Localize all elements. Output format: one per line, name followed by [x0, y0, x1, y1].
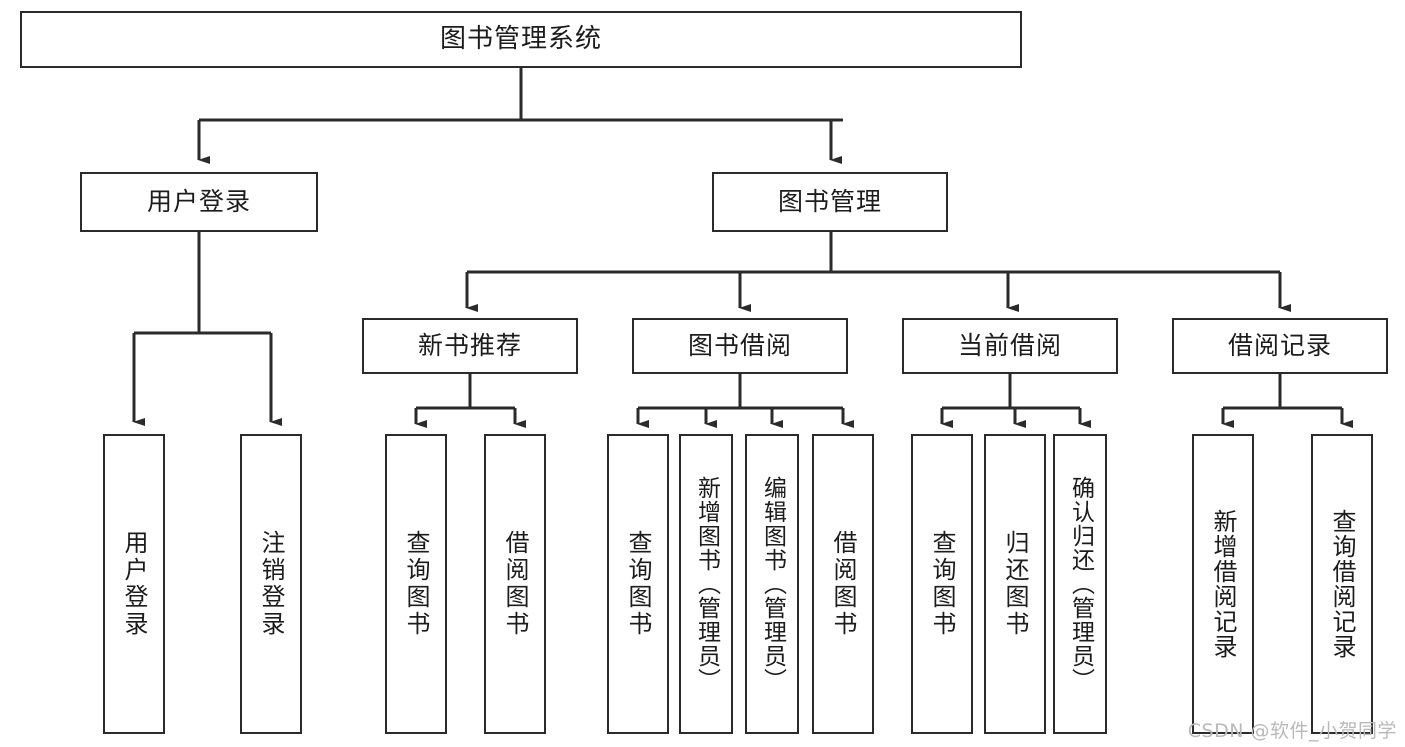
node-borrow-record[interactable]: 借阅记录	[1172, 318, 1388, 374]
node-leaf-user-login-label: 用户登录	[120, 530, 148, 638]
node-leaf-query-record[interactable]: 查询借阅记录	[1311, 434, 1373, 734]
node-leaf-borrow-book-2-label: 借阅图书	[829, 530, 857, 638]
node-leaf-borrow-book-1-label: 借阅图书	[501, 530, 529, 638]
node-leaf-add-book[interactable]: 新增图书（管理员）	[679, 434, 733, 734]
node-leaf-query-book-2[interactable]: 查询图书	[607, 434, 669, 734]
node-current-borrow-label: 当前借阅	[957, 331, 1062, 361]
node-new-book-rec-label: 新书推荐	[417, 331, 522, 361]
node-leaf-logout-label: 注销登录	[257, 530, 285, 638]
node-leaf-borrow-book-1[interactable]: 借阅图书	[484, 434, 546, 734]
node-leaf-query-book-1-label: 查询图书	[402, 530, 430, 638]
node-book-borrow-label: 图书借阅	[687, 331, 792, 361]
node-root-label: 图书管理系统	[439, 24, 602, 55]
node-leaf-confirm-return-label: 确认归还（管理员）	[1067, 476, 1094, 692]
node-leaf-query-book-2-label: 查询图书	[624, 530, 652, 638]
node-current-borrow[interactable]: 当前借阅	[902, 318, 1118, 374]
node-leaf-borrow-book-2[interactable]: 借阅图书	[812, 434, 874, 734]
node-leaf-confirm-return[interactable]: 确认归还（管理员）	[1053, 434, 1107, 734]
node-leaf-add-record-label: 新增借阅记录	[1209, 509, 1237, 659]
node-leaf-return-book[interactable]: 归还图书	[984, 434, 1046, 734]
node-book-manage[interactable]: 图书管理	[712, 172, 948, 232]
node-leaf-query-book-3[interactable]: 查询图书	[911, 434, 973, 734]
node-borrow-record-label: 借阅记录	[1227, 331, 1332, 361]
node-leaf-user-login[interactable]: 用户登录	[103, 434, 165, 734]
node-book-borrow[interactable]: 图书借阅	[632, 318, 848, 374]
node-root[interactable]: 图书管理系统	[20, 11, 1022, 68]
node-leaf-query-book-3-label: 查询图书	[928, 530, 956, 638]
node-leaf-add-book-label: 新增图书（管理员）	[693, 476, 720, 692]
node-leaf-query-record-label: 查询借阅记录	[1328, 509, 1356, 659]
node-leaf-return-book-label: 归还图书	[1001, 530, 1029, 638]
node-user-login-label: 用户登录	[146, 187, 251, 217]
node-leaf-add-record[interactable]: 新增借阅记录	[1192, 434, 1254, 734]
node-leaf-edit-book-label: 编辑图书（管理员）	[759, 476, 786, 692]
node-user-login[interactable]: 用户登录	[80, 172, 318, 232]
node-leaf-edit-book[interactable]: 编辑图书（管理员）	[745, 434, 799, 734]
node-book-manage-label: 图书管理	[777, 187, 882, 217]
node-leaf-query-book-1[interactable]: 查询图书	[385, 434, 447, 734]
node-leaf-logout[interactable]: 注销登录	[240, 434, 302, 734]
node-new-book-rec[interactable]: 新书推荐	[362, 318, 578, 374]
